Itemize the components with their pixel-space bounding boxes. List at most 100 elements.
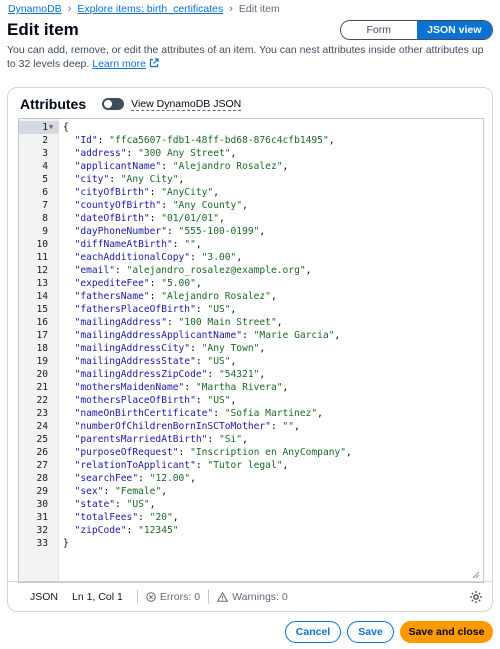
editor-line[interactable]: 15 "fathersPlaceOfBirth": "US", bbox=[19, 303, 483, 316]
line-number-gutter bbox=[19, 119, 59, 582]
line-number: 3 bbox=[42, 148, 48, 159]
line-number: 15 bbox=[36, 304, 48, 315]
json-view-button[interactable]: JSON view bbox=[416, 21, 492, 39]
editor-line[interactable]: 19 "mailingAddressState": "US", bbox=[19, 355, 483, 368]
json-key: "mailingAddress" bbox=[74, 317, 167, 328]
status-errors[interactable]: Errors: 0 bbox=[146, 591, 200, 603]
editor-line[interactable]: 26 "purposeOfRequest": "Inscription en A… bbox=[19, 446, 483, 459]
editor-line[interactable]: 27 "relationToApplicant": "Tutor legal", bbox=[19, 459, 483, 472]
json-value: "Any County" bbox=[172, 200, 243, 211]
json-punct: : bbox=[166, 317, 179, 328]
editor-line[interactable]: 14 "fathersName": "Alejandro Rosalez", bbox=[19, 290, 483, 303]
dynamodb-json-toggle-label[interactable]: View DynamoDB JSON bbox=[131, 97, 242, 111]
line-number: 26 bbox=[36, 447, 48, 458]
json-value: "01/01/01" bbox=[161, 213, 219, 224]
json-punct: , bbox=[242, 434, 248, 445]
json-punct: , bbox=[218, 213, 225, 224]
editor-line[interactable]: 18 "mailingAddressCity": "Any Town", bbox=[19, 342, 483, 355]
json-key: "mailingAddressApplicantName" bbox=[74, 330, 243, 341]
editor-line[interactable]: 7 "countyOfBirth": "Any County", bbox=[19, 199, 483, 212]
json-punct: : bbox=[103, 486, 116, 497]
json-key: "mothersMaidenName" bbox=[74, 382, 185, 393]
json-key: "state" bbox=[74, 499, 115, 510]
json-editor[interactable]: 1▼{2 "Id": "ffca5607-fdb1-48ff-bd68-876c… bbox=[18, 118, 484, 583]
editor-line[interactable]: 33} bbox=[19, 537, 483, 550]
json-punct: , bbox=[334, 330, 341, 341]
status-divider bbox=[208, 589, 210, 604]
line-number: 24 bbox=[36, 421, 48, 432]
toggle-knob bbox=[104, 100, 113, 108]
editor-line[interactable]: 2 "Id": "ffca5607-fdb1-48ff-bd68-876c4cf… bbox=[19, 134, 483, 147]
json-value: "US" bbox=[207, 356, 231, 367]
view-mode-toggle: Form JSON view bbox=[340, 20, 493, 40]
json-value: "Inscription en AnyCompany" bbox=[190, 447, 347, 458]
attributes-title: Attributes bbox=[20, 96, 87, 112]
editor-line[interactable]: 12 "email": "alejandro_rosalez@example.o… bbox=[19, 264, 483, 277]
json-value: "Any City" bbox=[120, 174, 179, 185]
json-punct: : bbox=[242, 330, 254, 341]
save-button[interactable]: Save bbox=[347, 621, 394, 643]
editor-line[interactable]: 24 "numberOfChildrenBornInSCToMother": "… bbox=[19, 420, 483, 433]
code-text: "state": "US", bbox=[63, 498, 156, 511]
editor-line[interactable]: 6 "cityOfBirth": "AnyCity", bbox=[19, 186, 483, 199]
json-value: "ffca5607-fdb1-48ff-bd68-876c4cfb1495" bbox=[109, 135, 329, 146]
editor-line[interactable]: 30 "state": "US", bbox=[19, 498, 483, 511]
code-text: "countyOfBirth": "Any County", bbox=[63, 199, 248, 212]
json-punct: , bbox=[190, 473, 196, 484]
fold-arrow-icon[interactable]: ▼ bbox=[49, 123, 54, 131]
editor-line[interactable]: 20 "mailingAddressZipCode": "54321", bbox=[19, 368, 483, 381]
json-value: "Sofia Martinez" bbox=[224, 408, 318, 419]
editor-line[interactable]: 17 "mailingAddressApplicantName": "Marie… bbox=[19, 329, 483, 342]
editor-line[interactable]: 4 "applicantName": "Alejandro Rosalez", bbox=[19, 160, 483, 173]
editor-line[interactable]: 3 "address": "300 Any Street", bbox=[19, 147, 483, 160]
editor-line[interactable]: 29 "sex": "Female", bbox=[19, 485, 483, 498]
gear-icon[interactable] bbox=[469, 590, 483, 604]
resize-handle-icon[interactable] bbox=[471, 570, 480, 579]
form-view-button[interactable]: Form bbox=[341, 21, 417, 39]
status-errors-label: Errors: 0 bbox=[159, 590, 201, 603]
dynamodb-json-toggle[interactable] bbox=[102, 98, 125, 110]
line-number: 28 bbox=[36, 473, 48, 484]
editor-line[interactable]: 5 "city": "Any City", bbox=[19, 173, 483, 186]
editor-line[interactable]: 25 "parentsMarriedAtBirth": "Si", bbox=[19, 433, 483, 446]
learn-more-link[interactable]: Learn more bbox=[92, 58, 159, 70]
editor-line[interactable]: 22 "mothersPlaceOfBirth": "US", bbox=[19, 394, 483, 407]
json-value: "US" bbox=[207, 395, 231, 406]
code-text: "Id": "ffca5607-fdb1-48ff-bd68-876c4cfb1… bbox=[63, 134, 335, 147]
json-key: "mailingAddressState" bbox=[74, 356, 196, 367]
editor-line[interactable]: 10 "diffNameAtBirth": "", bbox=[19, 238, 483, 251]
json-punct: , bbox=[195, 278, 202, 289]
line-number: 11 bbox=[36, 252, 48, 263]
editor-line[interactable]: 9 "dayPhoneNumber": "555-100-0199", bbox=[19, 225, 483, 238]
editor-line[interactable]: 28 "searchFee": "12.00", bbox=[19, 472, 483, 485]
json-punct: : bbox=[195, 356, 208, 367]
json-punct: : bbox=[161, 161, 173, 172]
json-value: "5.00" bbox=[161, 278, 196, 289]
line-number: 1 bbox=[19, 121, 59, 134]
json-punct: , bbox=[282, 161, 289, 172]
status-warnings[interactable]: Warnings: 0 bbox=[217, 591, 288, 603]
breadcrumb-current: Edit item bbox=[238, 3, 280, 15]
json-punct: , bbox=[161, 486, 168, 497]
json-punct: , bbox=[230, 395, 237, 406]
cancel-button[interactable]: Cancel bbox=[285, 621, 341, 643]
json-punct: , bbox=[282, 460, 289, 471]
editor-line[interactable]: 32 "zipCode": "12345" bbox=[19, 524, 483, 537]
json-punct: : bbox=[178, 447, 191, 458]
editor-line[interactable]: 16 "mailingAddress": "100 Main Street", bbox=[19, 316, 483, 329]
breadcrumb-explore-items-link[interactable]: Explore items: birth_certificates bbox=[77, 3, 224, 15]
editor-line[interactable]: 23 "nameOnBirthCertificate": "Sofia Mart… bbox=[19, 407, 483, 420]
json-key: "parentsMarriedAtBirth" bbox=[74, 434, 208, 445]
json-punct: : bbox=[138, 512, 150, 523]
json-value: "3.00" bbox=[201, 252, 237, 263]
editor-line[interactable]: 21 "mothersMaidenName": "Martha Rivera", bbox=[19, 381, 483, 394]
editor-line[interactable]: 13 "expediteFee": "5.00", bbox=[19, 277, 483, 290]
breadcrumb-dynamodb-link[interactable]: DynamoDB bbox=[8, 3, 62, 15]
editor-line[interactable]: 31 "totalFees": "20", bbox=[19, 511, 483, 524]
editor-line[interactable]: 1▼{ bbox=[19, 121, 483, 134]
warning-triangle-icon bbox=[217, 591, 229, 602]
save-and-close-button[interactable]: Save and close bbox=[400, 621, 493, 643]
editor-line[interactable]: 11 "eachAdditionalCopy": "3.00", bbox=[19, 251, 483, 264]
code-text: "numberOfChildrenBornInSCToMother": "", bbox=[63, 420, 300, 433]
editor-line[interactable]: 8 "dateOfBirth": "01/01/01", bbox=[19, 212, 483, 225]
